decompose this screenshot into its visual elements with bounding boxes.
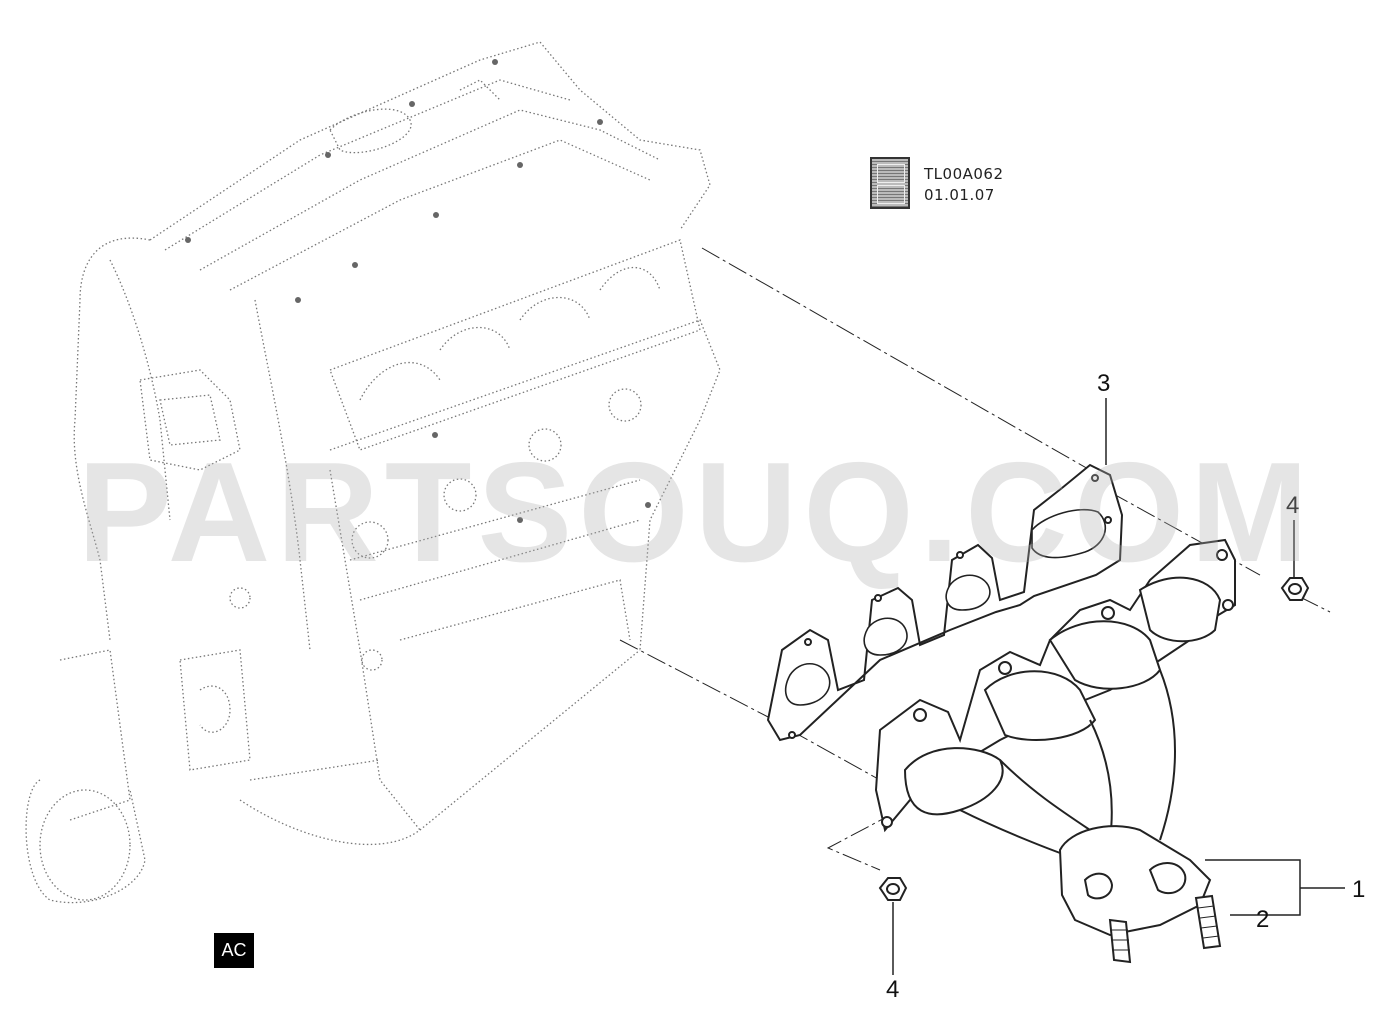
callout-1: 1 [1352, 876, 1365, 903]
manifold-gasket [766, 463, 1124, 742]
reference-date: 01.01.07 [924, 186, 995, 204]
callout-4-bottom: 4 [886, 976, 899, 1003]
leader-lines [892, 398, 1345, 975]
flange-nut-top [1280, 577, 1310, 601]
callout-3: 3 [1097, 370, 1110, 397]
engine-block-outline [25, 41, 721, 904]
callout-4-top: 4 [1286, 492, 1299, 519]
flange-nut-bottom [878, 877, 908, 901]
catalog-book-icon [870, 157, 910, 209]
callout-2: 2 [1256, 906, 1269, 933]
engine-block-solid-marks [185, 59, 651, 523]
ac-badge: AC [214, 933, 254, 968]
exhaust-manifold [874, 538, 1236, 937]
reference-label: TL00A062 01.01.07 [924, 164, 1004, 206]
reference-code: TL00A062 [924, 165, 1004, 183]
manifold-studs [1108, 894, 1222, 964]
